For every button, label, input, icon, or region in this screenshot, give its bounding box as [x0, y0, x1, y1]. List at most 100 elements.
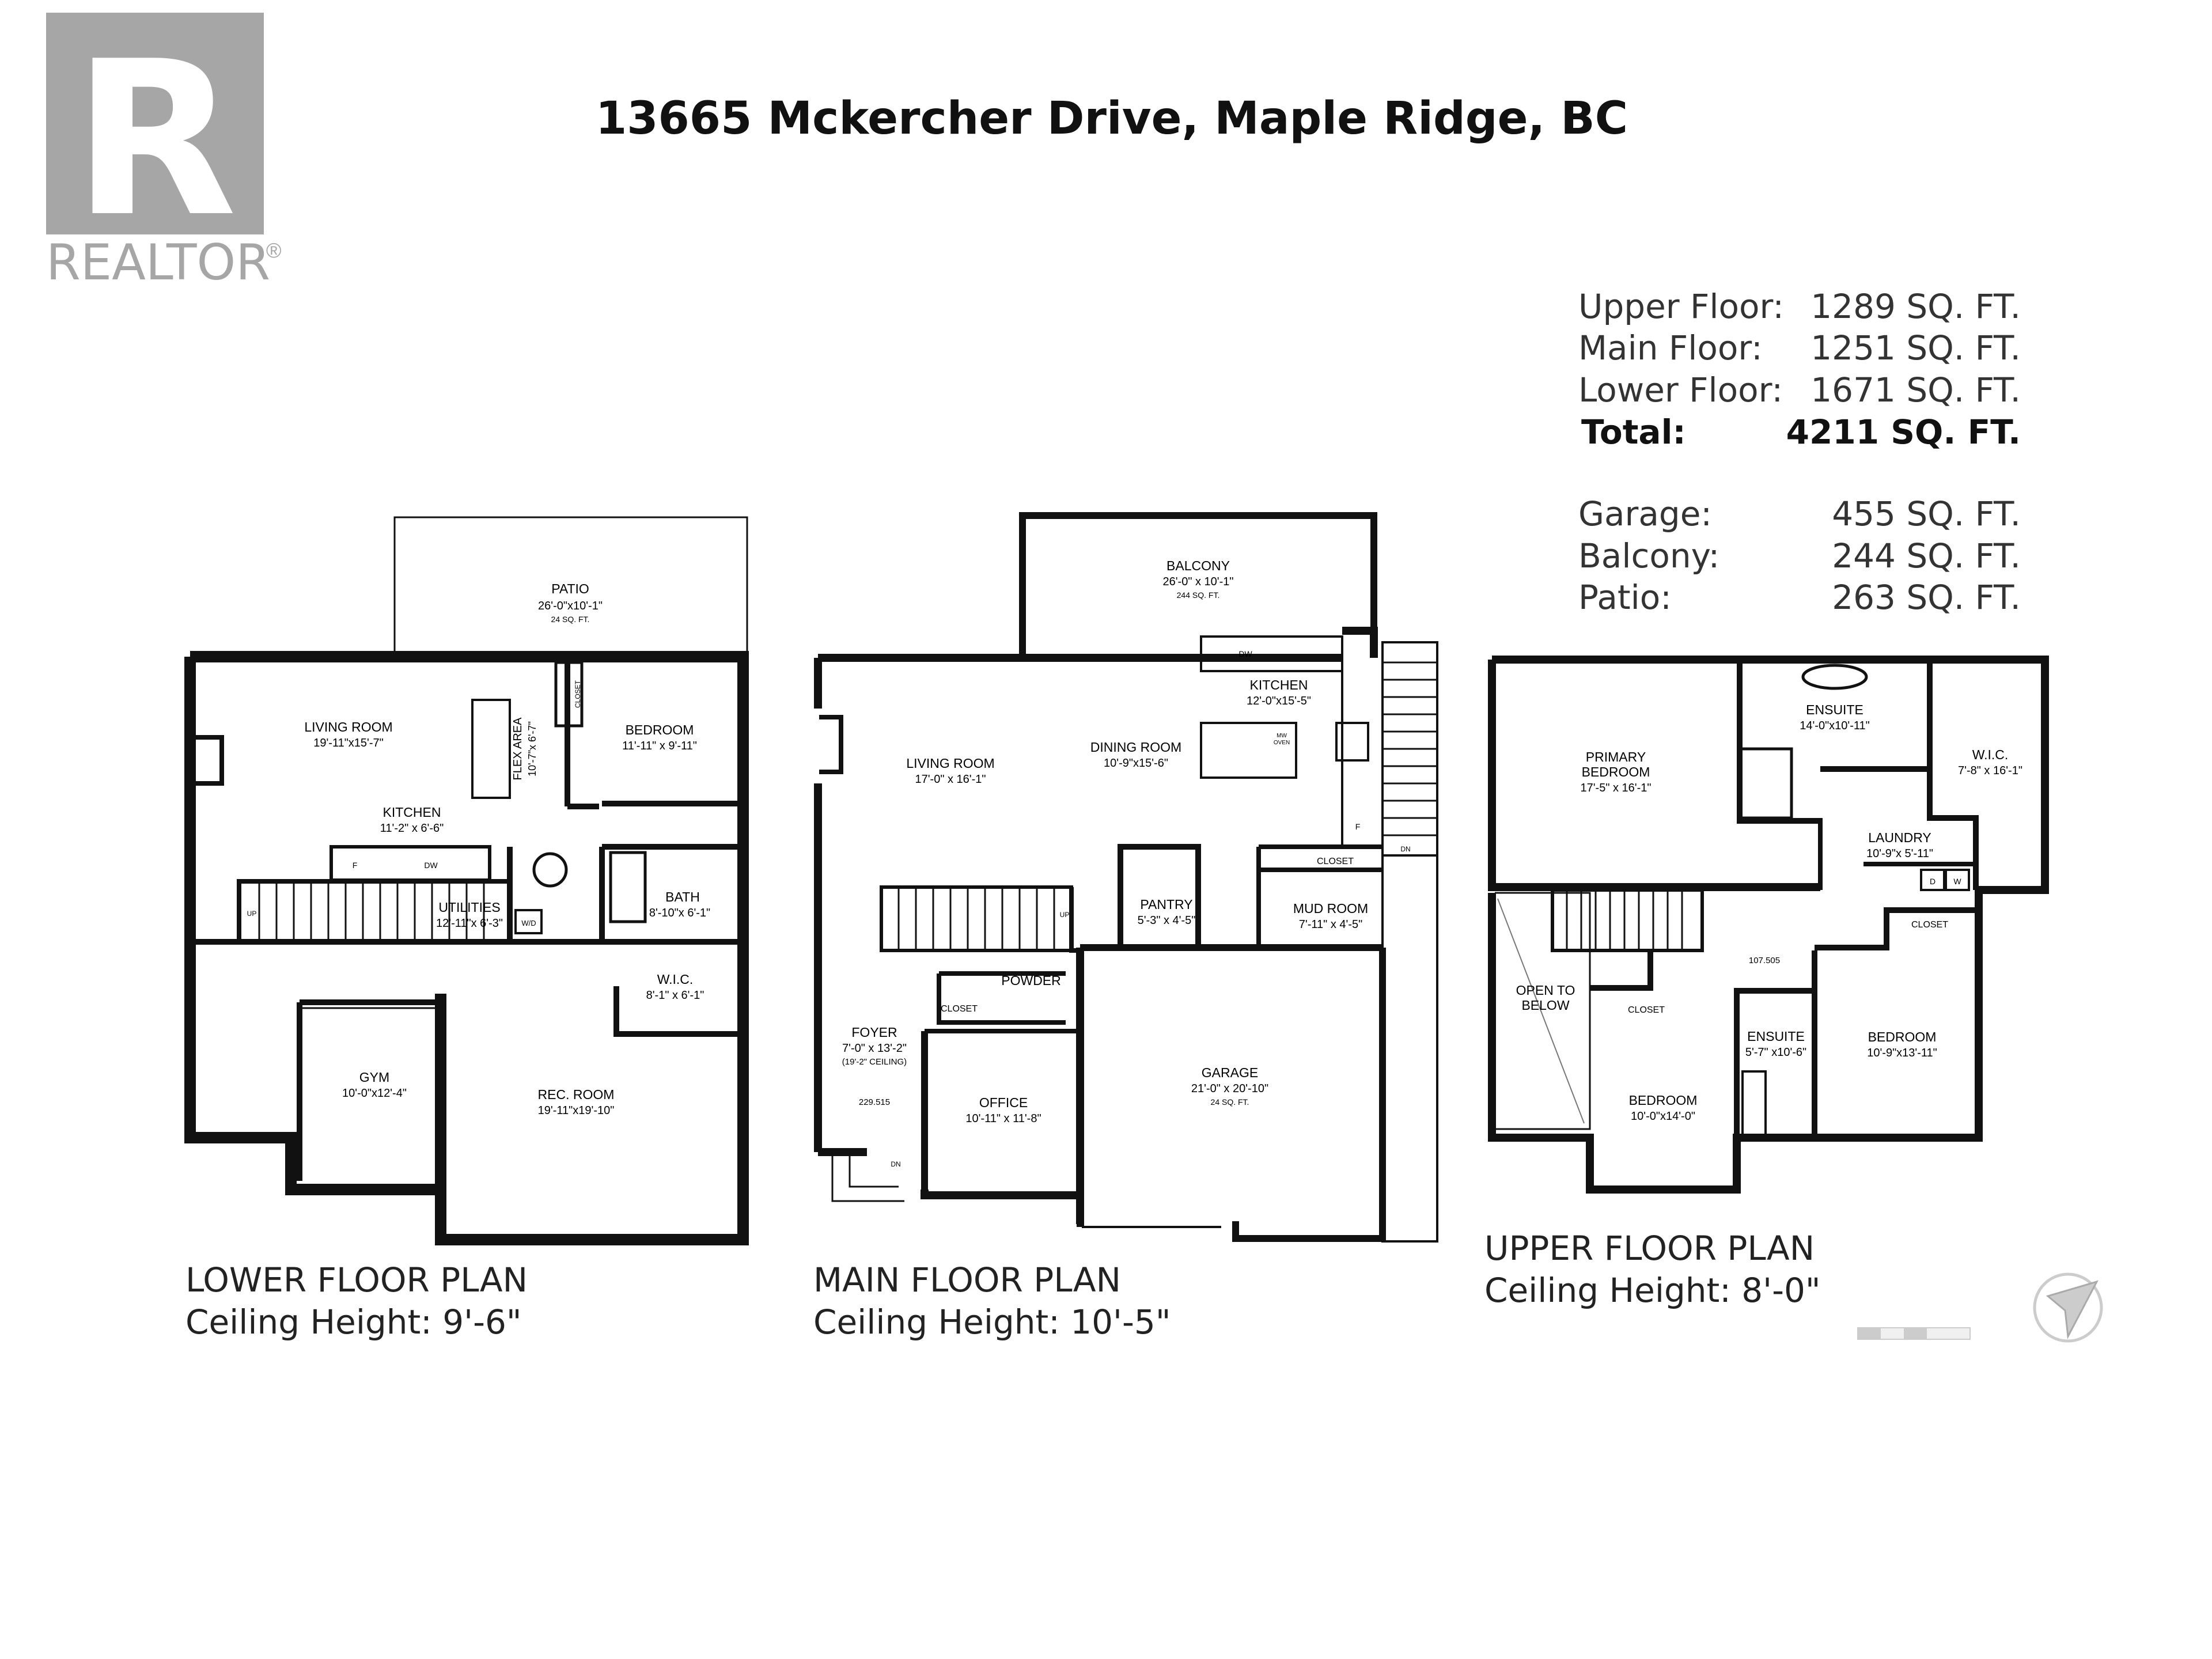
room-dims: 19'-11"x19'-10" — [538, 1104, 615, 1117]
upper-exterior-walls — [1488, 656, 2049, 1194]
room-name: BEDROOM — [1629, 1093, 1698, 1108]
summary-value: 455 SQ. FT. — [1832, 494, 2021, 533]
summary-total-label: Total: — [1581, 412, 1686, 452]
summary-total-value: 4211 SQ. FT. — [1786, 412, 2021, 452]
main-floor-title: MAIN FLOOR PLAN — [813, 1260, 1121, 1300]
upper-floor-labels: ENSUITE 14'-0"x10'-11" PRIMARY BEDROOM 1… — [1516, 702, 2022, 1123]
room-dims: 21'-0" x 20'-10" — [1191, 1082, 1268, 1095]
room-dims: 11'-2" x 6'-6" — [380, 822, 444, 835]
stair-down-label: DN — [1400, 845, 1410, 853]
room-dims: 12'-11"x 6'-3" — [436, 917, 503, 930]
primary-ensuite-walls — [1737, 660, 1979, 890]
room-name: LIVING ROOM — [906, 756, 994, 771]
room-name: FOYER — [851, 1025, 897, 1040]
room-area: 24 SQ. FT. — [1211, 1097, 1249, 1107]
room-name: REC. ROOM — [538, 1087, 615, 1102]
room-dims: 7'-11" x 4'-5" — [1299, 918, 1362, 931]
summary-value: 1251 SQ. FT. — [1810, 328, 2021, 368]
laundry-walls — [1818, 818, 1976, 890]
room-name: FLEX AREA — [512, 717, 524, 781]
main-floor-plan — [814, 512, 1438, 1243]
oven-label: OVEN — [1274, 740, 1290, 746]
logo-wordmark: REALTOR — [46, 234, 270, 291]
room-name: BALCONY — [1166, 558, 1230, 573]
lower-fireplace — [196, 735, 224, 786]
room-name: BATH — [665, 889, 700, 904]
main-fireplace — [819, 715, 843, 774]
lower-floor-plan — [184, 516, 749, 1245]
powder-walls — [937, 971, 1066, 1025]
room-name: GYM — [359, 1070, 389, 1085]
entry-steps — [831, 1152, 904, 1202]
room-name: BEDROOM — [626, 722, 694, 737]
stair-up-label: UP — [1060, 911, 1070, 919]
room-area: 24 SQ. FT. — [551, 615, 590, 624]
room-name: ENSUITE — [1747, 1029, 1805, 1044]
bedroom-ensuite-tub — [1741, 1070, 1767, 1136]
room-dims: 10'-0"x14'-0" — [1631, 1110, 1695, 1123]
summary-label: Upper Floor: — [1578, 287, 1784, 326]
main-floor-ceiling: Ceiling Height: 10'-5" — [813, 1302, 1171, 1342]
room-name: PATIO — [551, 581, 589, 596]
room-dims: 7'-0" x 13'-2" — [842, 1042, 907, 1055]
summary-value: 263 SQ. FT. — [1832, 578, 2021, 617]
flex-area-island — [471, 699, 511, 799]
washer-dryer — [514, 909, 543, 934]
upper-ensuite-walls — [1812, 907, 1976, 1138]
lower-bedroom-walls — [565, 657, 743, 809]
dishwasher-label: DW — [424, 861, 438, 870]
room-name: GARAGE — [1202, 1065, 1258, 1080]
room-dims: 12'-0"x15'-5" — [1247, 695, 1311, 707]
room-dims: 5'-3" x 4'-5" — [1138, 914, 1196, 927]
room-area: 244 SQ. FT. — [1177, 590, 1220, 600]
summary-label: Balcony: — [1578, 536, 1719, 575]
main-stairs — [880, 885, 1073, 952]
room-dims: 10'-9"x 5'-11" — [1866, 847, 1933, 860]
open-to-below-diagonal — [1497, 898, 1585, 1124]
logo-block — [46, 13, 264, 234]
stair-up-label: UP — [247, 910, 257, 918]
summary-label: Main Floor: — [1578, 328, 1763, 368]
main-exterior-stair-treads — [1382, 661, 1437, 836]
dishwasher-label: DW — [1238, 649, 1252, 658]
room-dims: 7'-8" x 16'-1" — [1958, 764, 2022, 777]
room-extra: (19'-2" CEILING) — [842, 1057, 907, 1067]
main-kitchen-counter — [1200, 635, 1343, 672]
main-exterior-walls — [814, 627, 1378, 1224]
closet-label: CLOSET — [574, 680, 582, 708]
room-name: ENSUITE — [1806, 702, 1863, 717]
room-dims: 10'-11" x 11'-8" — [965, 1112, 1041, 1125]
open-to-below-outline — [1495, 892, 1591, 1130]
washer-label: W — [1953, 877, 1961, 886]
freestanding-tub — [1801, 664, 1868, 690]
room-name: W.I.C. — [1972, 747, 2009, 762]
water-heater — [532, 852, 568, 888]
washer-dryer-label: W/D — [521, 919, 536, 927]
room-dims: 26'-0"x10'-1" — [538, 600, 603, 612]
room-dims: 5'-7" x10'-6" — [1745, 1046, 1806, 1059]
room-name-line2: BEDROOM — [1582, 764, 1650, 779]
room-name-line2: BELOW — [1521, 998, 1569, 1013]
side-walkway — [1381, 854, 1438, 1243]
room-dims: 10'-7"x 6'-7" — [527, 721, 538, 777]
room-name: DINING ROOM — [1090, 740, 1181, 755]
lower-stair-treads — [258, 881, 485, 942]
logo-letter: R — [73, 16, 237, 264]
microwave-label: MW — [1277, 733, 1287, 739]
primary-shower — [1738, 747, 1793, 820]
garage-door — [1082, 1224, 1221, 1228]
room-name: LAUNDRY — [1868, 830, 1931, 845]
main-kitchen-island — [1200, 722, 1297, 779]
elevation-label: 229.515 — [859, 1097, 890, 1107]
summary-label: Garage: — [1578, 494, 1712, 533]
lower-closet — [554, 661, 584, 728]
room-dims: 10'-9"x13'-11" — [1867, 1047, 1937, 1059]
room-dims: 19'-11"x15'-7" — [313, 737, 384, 749]
room-name: BEDROOM — [1868, 1029, 1937, 1044]
main-stair-treads — [897, 887, 1055, 950]
summary-label: Lower Floor: — [1578, 370, 1783, 410]
summary-value: 1671 SQ. FT. — [1810, 370, 2021, 410]
fridge-label: F — [1355, 822, 1361, 831]
summary-value: 244 SQ. FT. — [1832, 536, 2021, 575]
main-floor-labels: BALCONY 26'-0" x 10'-1" 244 SQ. FT. KITC… — [842, 558, 1411, 1168]
